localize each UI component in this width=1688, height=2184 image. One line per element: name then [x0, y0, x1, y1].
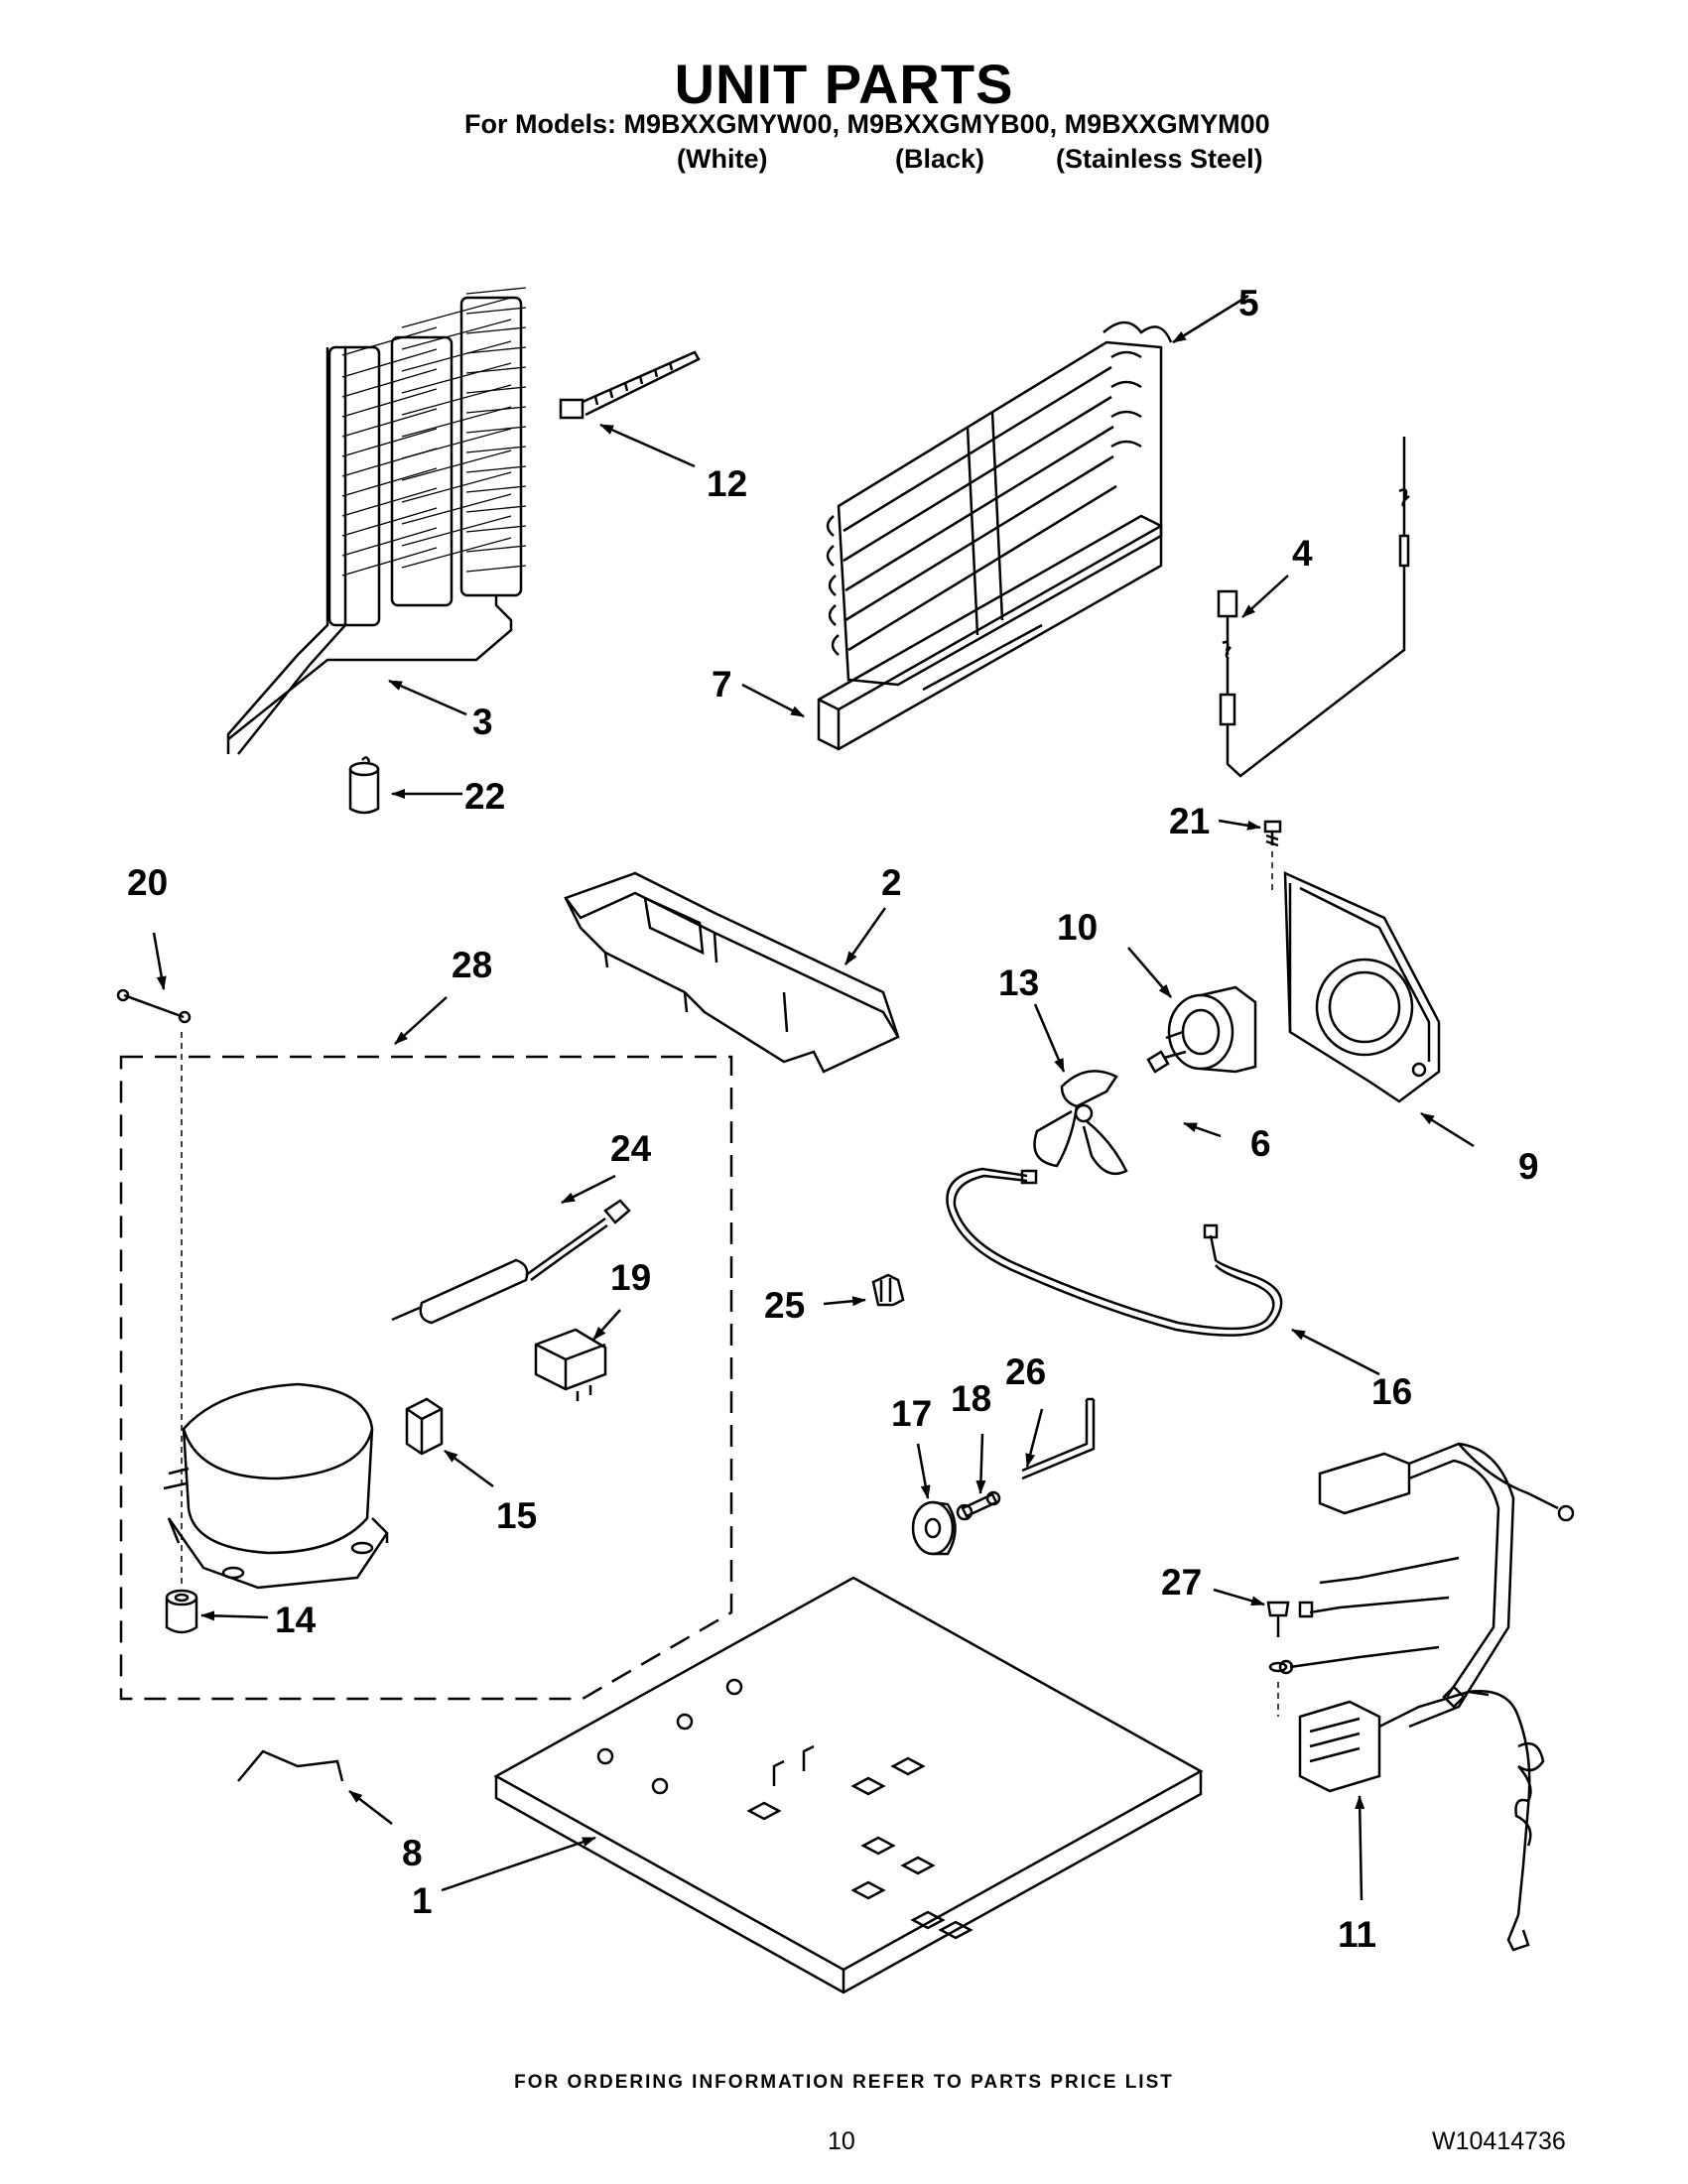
callout-6: 6: [1250, 1123, 1271, 1164]
document-number: W10414736: [1432, 2127, 1566, 2155]
page-title: UNIT PARTS: [674, 53, 1014, 115]
part-17-roller: [911, 1500, 957, 1556]
part-7-drain-trough: [817, 514, 1163, 751]
callout-21: 21: [1169, 801, 1210, 841]
callout-5: 5: [1238, 283, 1259, 323]
part-21-screw: [1263, 820, 1282, 893]
part-3-condenser: [226, 287, 527, 755]
callout-numbers: 5 12 3 22 4 7 20 28 2 21 10 13 6 9 24 19…: [127, 283, 1539, 1955]
callout-26: 26: [1005, 1351, 1046, 1392]
callout-9: 9: [1518, 1146, 1539, 1187]
callout-7: 7: [712, 664, 732, 705]
part-18-pin: [956, 1490, 1001, 1521]
callout-18: 18: [951, 1378, 991, 1419]
part-4-thermostat: [1217, 437, 1410, 778]
part-5-evaporator: [826, 321, 1173, 687]
callout-15: 15: [496, 1495, 537, 1536]
callout-13: 13: [998, 963, 1039, 1003]
part-16-drain-tube: [946, 1167, 1283, 1337]
callout-11: 11: [1338, 1914, 1376, 1955]
part-1-base: [493, 1576, 1204, 1994]
part-20-clip: [116, 988, 192, 1588]
part-6-screw: [1146, 1050, 1187, 1074]
part-13-fan-blade: [1033, 1070, 1128, 1176]
page-number: 10: [828, 2127, 855, 2155]
part-22-capacitor: [348, 756, 380, 815]
part-19-relay: [534, 1328, 607, 1401]
part-27-screw: [1266, 1601, 1290, 1717]
part-8-wire-clip: [237, 1749, 344, 1782]
part-24-drier: [391, 1199, 631, 1325]
ordering-note: FOR ORDERING INFORMATION REFER TO PARTS …: [514, 2072, 1174, 2093]
callout-1: 1: [412, 1880, 433, 1921]
callout-25: 25: [764, 1285, 805, 1326]
callout-leaders: [152, 294, 1475, 1901]
callout-2: 2: [881, 862, 902, 903]
part-15-overload: [405, 1397, 444, 1456]
compressor: [163, 1382, 389, 1590]
callout-4: 4: [1292, 533, 1313, 574]
variant-white: (White): [677, 144, 768, 174]
part-2-cover: [564, 871, 900, 1074]
part-25-clip: [871, 1273, 905, 1307]
callout-20: 20: [127, 862, 168, 903]
part-12-cable-tie: [559, 350, 701, 420]
part-26-tube: [1021, 1397, 1096, 1480]
part-14-grommet: [165, 1589, 198, 1634]
callout-19: 19: [610, 1257, 651, 1298]
callout-10: 10: [1057, 907, 1098, 948]
callout-17: 17: [891, 1393, 932, 1434]
callout-24: 24: [610, 1128, 652, 1169]
part-9-fan-bracket: [1283, 871, 1441, 1103]
callout-12: 12: [707, 463, 747, 504]
callout-27: 27: [1161, 1562, 1202, 1603]
models-line: For Models: M9BXXGMYW00, M9BXXGMYB00, M9…: [464, 109, 1270, 139]
part-28-compressor-kit-boundary: [119, 1055, 733, 1701]
callout-22: 22: [464, 776, 505, 817]
variant-stainless: (Stainless Steel): [1056, 144, 1263, 174]
part-10-fan-motor: [1165, 985, 1257, 1074]
callout-28: 28: [452, 945, 492, 985]
callout-14: 14: [275, 1600, 317, 1640]
callout-8: 8: [402, 1833, 423, 1873]
variant-black: (Black): [895, 144, 985, 174]
part-11-wire-harness: [1278, 1442, 1575, 1952]
callout-16: 16: [1371, 1371, 1412, 1412]
callout-3: 3: [472, 702, 493, 742]
